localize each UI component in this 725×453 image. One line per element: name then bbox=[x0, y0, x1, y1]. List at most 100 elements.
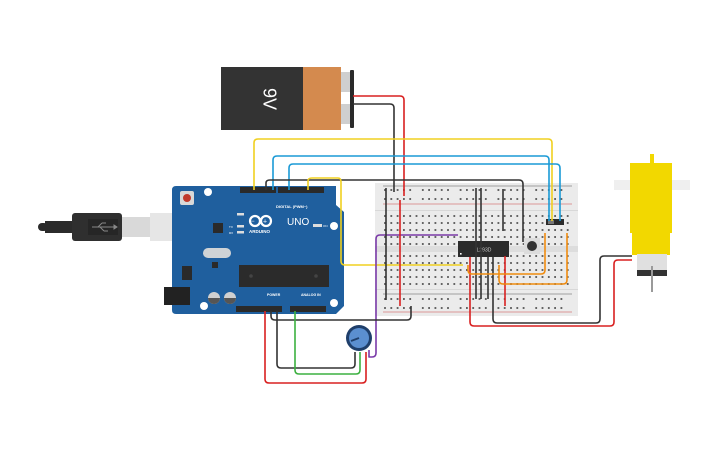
breadboard-hole[interactable] bbox=[466, 236, 468, 238]
breadboard-hole[interactable] bbox=[516, 269, 519, 271]
breadboard-hole[interactable] bbox=[447, 262, 449, 264]
breadboard-hole[interactable] bbox=[403, 198, 405, 200]
breadboard-hole[interactable] bbox=[516, 243, 519, 245]
breadboard-hole[interactable] bbox=[409, 198, 412, 200]
breadboard-hole[interactable] bbox=[478, 189, 481, 191]
wire-orange[interactable] bbox=[467, 233, 546, 275]
breadboard-hole[interactable] bbox=[566, 229, 569, 231]
breadboard-hole[interactable] bbox=[503, 229, 506, 231]
breadboard-hole[interactable] bbox=[472, 307, 475, 309]
breadboard-hole[interactable] bbox=[453, 243, 456, 245]
breadboard-hole[interactable] bbox=[421, 189, 424, 191]
breadboard-hole[interactable] bbox=[440, 189, 443, 191]
breadboard-hole[interactable] bbox=[497, 262, 500, 264]
wire-black[interactable] bbox=[265, 179, 524, 242]
breadboard-hole[interactable] bbox=[384, 222, 386, 224]
breadboard-hole[interactable] bbox=[484, 298, 487, 300]
breadboard-hole[interactable] bbox=[403, 243, 405, 245]
breadboard-hole[interactable] bbox=[447, 298, 449, 300]
breadboard-hole[interactable] bbox=[466, 283, 468, 285]
breadboard-hole[interactable] bbox=[396, 243, 399, 245]
breadboard-hole[interactable] bbox=[478, 269, 481, 271]
breadboard-hole[interactable] bbox=[478, 262, 481, 264]
breadboard-hole[interactable] bbox=[535, 276, 538, 278]
breadboard-hole[interactable] bbox=[497, 198, 500, 200]
breadboard-hole[interactable] bbox=[459, 222, 462, 224]
breadboard-hole[interactable] bbox=[447, 269, 449, 271]
breadboard-hole[interactable] bbox=[566, 222, 569, 224]
breadboard-hole[interactable] bbox=[516, 307, 519, 309]
breadboard-hole[interactable] bbox=[554, 276, 556, 278]
breadboard-hole[interactable] bbox=[403, 215, 405, 217]
breadboard-hole[interactable] bbox=[421, 276, 424, 278]
breadboard-hole[interactable] bbox=[554, 243, 556, 245]
breadboard-hole[interactable] bbox=[390, 198, 393, 200]
breadboard-hole[interactable] bbox=[522, 255, 525, 257]
breadboard-hole[interactable] bbox=[396, 255, 399, 257]
breadboard-hole[interactable] bbox=[409, 236, 412, 238]
breadboard-hole[interactable] bbox=[516, 262, 519, 264]
breadboard-hole[interactable] bbox=[522, 276, 525, 278]
breadboard-hole[interactable] bbox=[466, 198, 468, 200]
breadboard-hole[interactable] bbox=[440, 222, 443, 224]
breadboard-hole[interactable] bbox=[434, 215, 437, 217]
breadboard-hole[interactable] bbox=[440, 283, 443, 285]
breadboard-hole[interactable] bbox=[541, 236, 544, 238]
breadboard-hole[interactable] bbox=[421, 236, 424, 238]
breadboard-hole[interactable] bbox=[535, 189, 538, 191]
breadboard-hole[interactable] bbox=[510, 269, 512, 271]
breadboard-hole[interactable] bbox=[453, 229, 456, 231]
breadboard-hole[interactable] bbox=[421, 222, 424, 224]
breadboard-hole[interactable] bbox=[466, 298, 468, 300]
breadboard-hole[interactable] bbox=[522, 243, 525, 245]
breadboard-hole[interactable] bbox=[421, 198, 424, 200]
breadboard-hole[interactable] bbox=[516, 276, 519, 278]
breadboard-hole[interactable] bbox=[472, 262, 475, 264]
breadboard-hole[interactable] bbox=[560, 243, 563, 245]
breadboard-hole[interactable] bbox=[478, 307, 481, 309]
breadboard-hole[interactable] bbox=[547, 243, 550, 245]
breadboard-hole[interactable] bbox=[421, 269, 424, 271]
breadboard-hole[interactable] bbox=[503, 189, 506, 191]
breadboard-hole[interactable] bbox=[491, 222, 493, 224]
breadboard-hole[interactable] bbox=[547, 276, 550, 278]
breadboard-hole[interactable] bbox=[440, 262, 443, 264]
breadboard-hole[interactable] bbox=[472, 222, 475, 224]
breadboard-hole[interactable] bbox=[434, 283, 437, 285]
breadboard-hole[interactable] bbox=[396, 198, 399, 200]
breadboard-hole[interactable] bbox=[560, 236, 563, 238]
breadboard-hole[interactable] bbox=[447, 198, 449, 200]
breadboard-hole[interactable] bbox=[560, 215, 563, 217]
breadboard-hole[interactable] bbox=[547, 229, 550, 231]
breadboard-hole[interactable] bbox=[409, 298, 412, 300]
breadboard-hole[interactable] bbox=[403, 307, 405, 309]
breadboard-hole[interactable] bbox=[440, 229, 443, 231]
breadboard-hole[interactable] bbox=[428, 255, 430, 257]
breadboard-hole[interactable] bbox=[459, 283, 462, 285]
breadboard-hole[interactable] bbox=[541, 276, 544, 278]
breadboard-hole[interactable] bbox=[396, 298, 399, 300]
breadboard-hole[interactable] bbox=[415, 215, 418, 217]
breadboard-hole[interactable] bbox=[403, 262, 405, 264]
wire-red[interactable] bbox=[469, 257, 632, 327]
breadboard-hole[interactable] bbox=[478, 236, 481, 238]
breadboard-hole[interactable] bbox=[459, 307, 462, 309]
breadboard-hole[interactable] bbox=[516, 189, 519, 191]
breadboard-hole[interactable] bbox=[541, 298, 544, 300]
breadboard-hole[interactable] bbox=[396, 189, 399, 191]
breadboard-hole[interactable] bbox=[384, 269, 386, 271]
breadboard-hole[interactable] bbox=[396, 283, 399, 285]
breadboard-hole[interactable] bbox=[447, 276, 449, 278]
breadboard-hole[interactable] bbox=[503, 222, 506, 224]
breadboard-hole[interactable] bbox=[535, 222, 538, 224]
breadboard-hole[interactable] bbox=[421, 307, 424, 309]
breadboard-hole[interactable] bbox=[497, 229, 500, 231]
breadboard-hole[interactable] bbox=[390, 269, 393, 271]
usb-cable[interactable] bbox=[38, 213, 180, 241]
breadboard-hole[interactable] bbox=[390, 255, 393, 257]
breadboard-hole[interactable] bbox=[478, 283, 481, 285]
wire-yellow[interactable] bbox=[307, 177, 463, 266]
breadboard-hole[interactable] bbox=[529, 215, 531, 217]
breadboard-hole[interactable] bbox=[510, 307, 512, 309]
breadboard-hole[interactable] bbox=[384, 262, 386, 264]
